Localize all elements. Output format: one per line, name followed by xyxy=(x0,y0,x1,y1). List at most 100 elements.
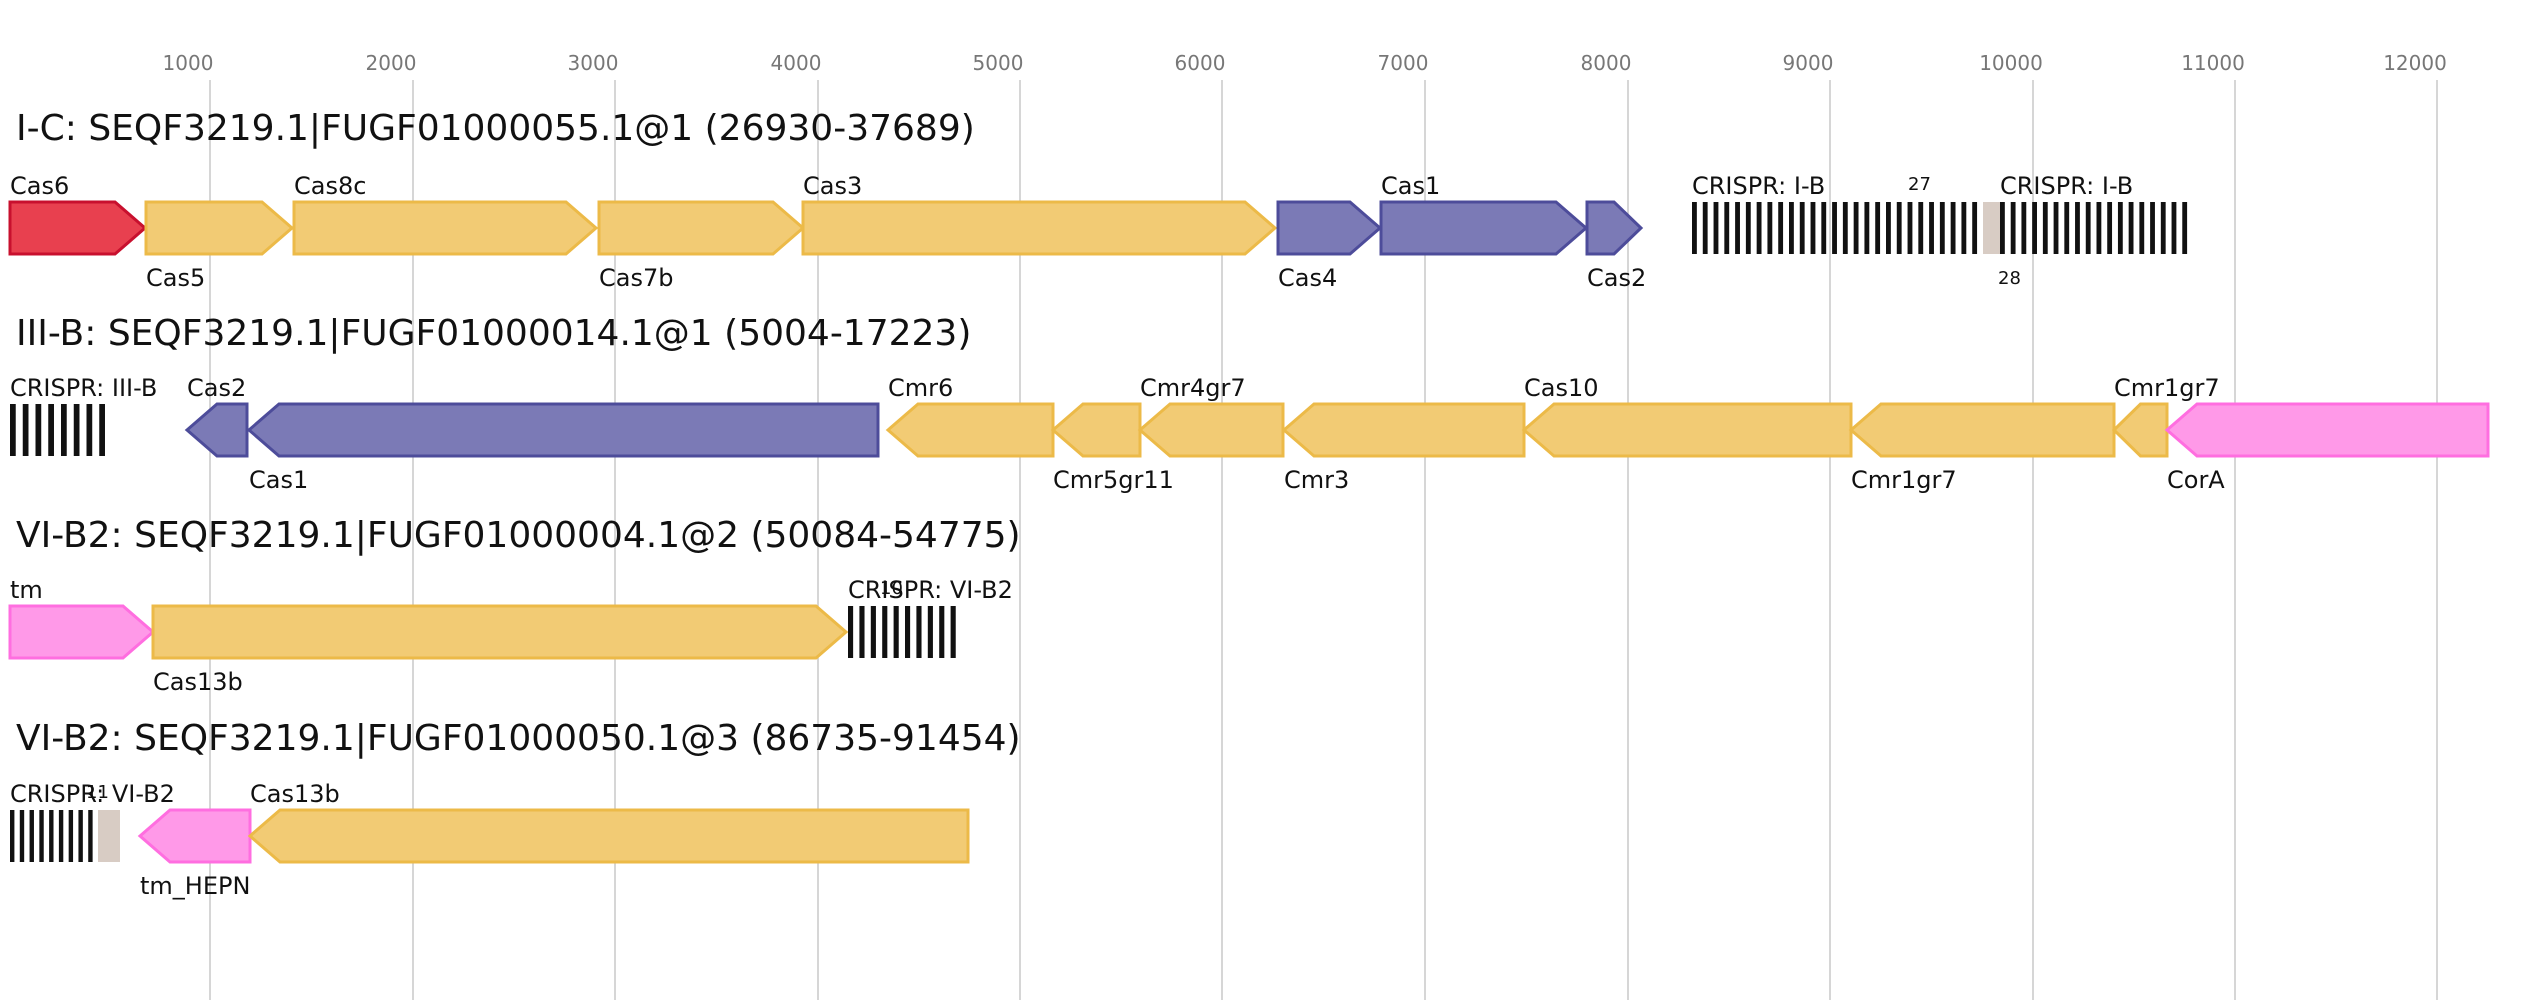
crispr-repeat xyxy=(1842,202,1848,254)
gene-arrow xyxy=(151,604,849,660)
crispr-repeat xyxy=(1745,202,1751,254)
crispr-repeat xyxy=(10,810,15,862)
crispr-repeat xyxy=(2085,202,2091,254)
crispr-repeat xyxy=(58,810,64,862)
gene-label: Cas13b xyxy=(250,780,340,808)
locus-title: III-B: SEQF3219.1|FUGF01000014.1@1 (5004… xyxy=(16,313,971,354)
crispr-repeat xyxy=(1907,202,1913,254)
crispr-repeat xyxy=(78,810,83,862)
gene-label: Cas6 xyxy=(10,172,69,200)
crispr-repeat xyxy=(22,404,29,456)
crispr-repeat xyxy=(19,810,25,862)
gene-label: Cmr1gr7 xyxy=(2114,374,2220,402)
locus-track: I-C: SEQF3219.1|FUGF01000055.1@1 (26930-… xyxy=(8,108,2188,292)
gene-arrow xyxy=(246,402,880,458)
crispr-repeat xyxy=(1832,202,1837,254)
crispr-repeat xyxy=(1767,202,1773,254)
crispr-spacer-count: 27 xyxy=(1908,174,1931,195)
crispr-repeat xyxy=(950,606,956,658)
locus-track: III-B: SEQF3219.1|FUGF01000014.1@1 (5004… xyxy=(10,313,2490,494)
crispr-repeat xyxy=(2075,202,2080,254)
crispr-repeat xyxy=(2032,202,2037,254)
crispr-repeat xyxy=(39,810,44,862)
crispr-repeat xyxy=(73,404,80,456)
gene-label: tm_HEPN xyxy=(140,872,250,900)
crispr-repeat xyxy=(1724,202,1730,254)
crispr-repeat xyxy=(870,606,876,658)
crispr-repeat xyxy=(1939,202,1945,254)
crispr-repeat xyxy=(882,606,888,658)
crispr-repeat xyxy=(29,810,34,862)
gene-label: Cmr5gr11 xyxy=(1053,466,1174,494)
crispr-array-label: CRISPR: III-B xyxy=(10,374,157,402)
axis-tick-label: 12000 xyxy=(2383,51,2447,75)
crispr-repeat xyxy=(1886,202,1891,254)
crispr-repeat xyxy=(939,606,945,658)
axis-tick-label: 4000 xyxy=(771,51,822,75)
gene-label: Cas7b xyxy=(599,264,673,292)
crispr-repeat xyxy=(2107,202,2113,254)
gene-arrow xyxy=(2164,402,2490,458)
crispr-repeat xyxy=(1972,202,1978,254)
crispr-repeat xyxy=(1929,202,1934,254)
locus-title: VI-B2: SEQF3219.1|FUGF01000004.1@2 (5008… xyxy=(16,515,1021,556)
crispr-repeat xyxy=(859,606,865,658)
crispr-repeat xyxy=(10,404,16,456)
crispr-repeat xyxy=(1789,202,1794,254)
crispr-repeat xyxy=(2128,202,2134,254)
axis-tick-label: 2000 xyxy=(366,51,417,75)
locus-title: I-C: SEQF3219.1|FUGF01000055.1@1 (26930-… xyxy=(16,108,975,149)
crispr-repeat xyxy=(1864,202,1870,254)
gene-arrow xyxy=(144,200,295,256)
crispr-repeat xyxy=(88,810,93,862)
gene-label: Cas2 xyxy=(187,374,246,402)
gene-arrow xyxy=(1585,200,1644,256)
axis-tick-label: 9000 xyxy=(1783,51,1834,75)
crispr-spacer-count: 10 xyxy=(880,578,903,599)
locus-title: VI-B2: SEQF3219.1|FUGF01000050.1@3 (8673… xyxy=(16,718,1021,759)
crispr-spacer-block xyxy=(98,810,120,862)
crispr-repeat xyxy=(1713,202,1719,254)
axis-tick-label: 6000 xyxy=(1175,51,1226,75)
axis-tick-label: 11000 xyxy=(2181,51,2245,75)
crispr-repeat xyxy=(68,810,74,862)
gene-arrow xyxy=(801,200,1278,256)
gene-arrow xyxy=(8,200,148,256)
crispr-repeat xyxy=(49,810,54,862)
crispr-repeat xyxy=(2182,202,2188,254)
crispr-repeat xyxy=(1853,202,1859,254)
crispr-repeat xyxy=(2010,202,2016,254)
gene-arrow xyxy=(1521,402,1853,458)
crispr-spacer-count: 28 xyxy=(1998,268,2021,289)
crispr-repeat xyxy=(1702,202,1708,254)
gene-arrow xyxy=(184,402,249,458)
crispr-spacer-block xyxy=(1983,202,2000,254)
gene-label: Cas13b xyxy=(153,668,243,696)
gene-arrow xyxy=(2111,402,2169,458)
crispr-repeat xyxy=(2150,202,2155,254)
gene-arrow xyxy=(1281,402,1526,458)
crispr-repeat xyxy=(1950,202,1956,254)
gene-arrow xyxy=(885,402,1055,458)
crispr-repeat xyxy=(1692,202,1697,254)
gene-arrow xyxy=(1379,200,1589,256)
crispr-spacer-count: 11 xyxy=(86,782,109,803)
crispr-repeat xyxy=(2000,202,2005,254)
crispr-repeat xyxy=(1756,202,1762,254)
crispr-repeat xyxy=(893,606,899,658)
crispr-repeat xyxy=(1735,202,1740,254)
axis-tick-label: 1000 xyxy=(163,51,214,75)
crispr-repeat xyxy=(905,606,911,658)
gene-arrow xyxy=(597,200,806,256)
gene-label: Cas2 xyxy=(1587,264,1646,292)
crispr-repeat xyxy=(2139,202,2145,254)
axis-tick-label: 5000 xyxy=(973,51,1024,75)
gene-label: CorA xyxy=(2167,466,2225,494)
crispr-repeat xyxy=(1799,202,1805,254)
crispr-repeat xyxy=(48,404,54,456)
crispr-repeat xyxy=(1821,202,1827,254)
gene-label: Cmr1gr7 xyxy=(1851,466,1957,494)
gene-label: Cas1 xyxy=(1381,172,1440,200)
